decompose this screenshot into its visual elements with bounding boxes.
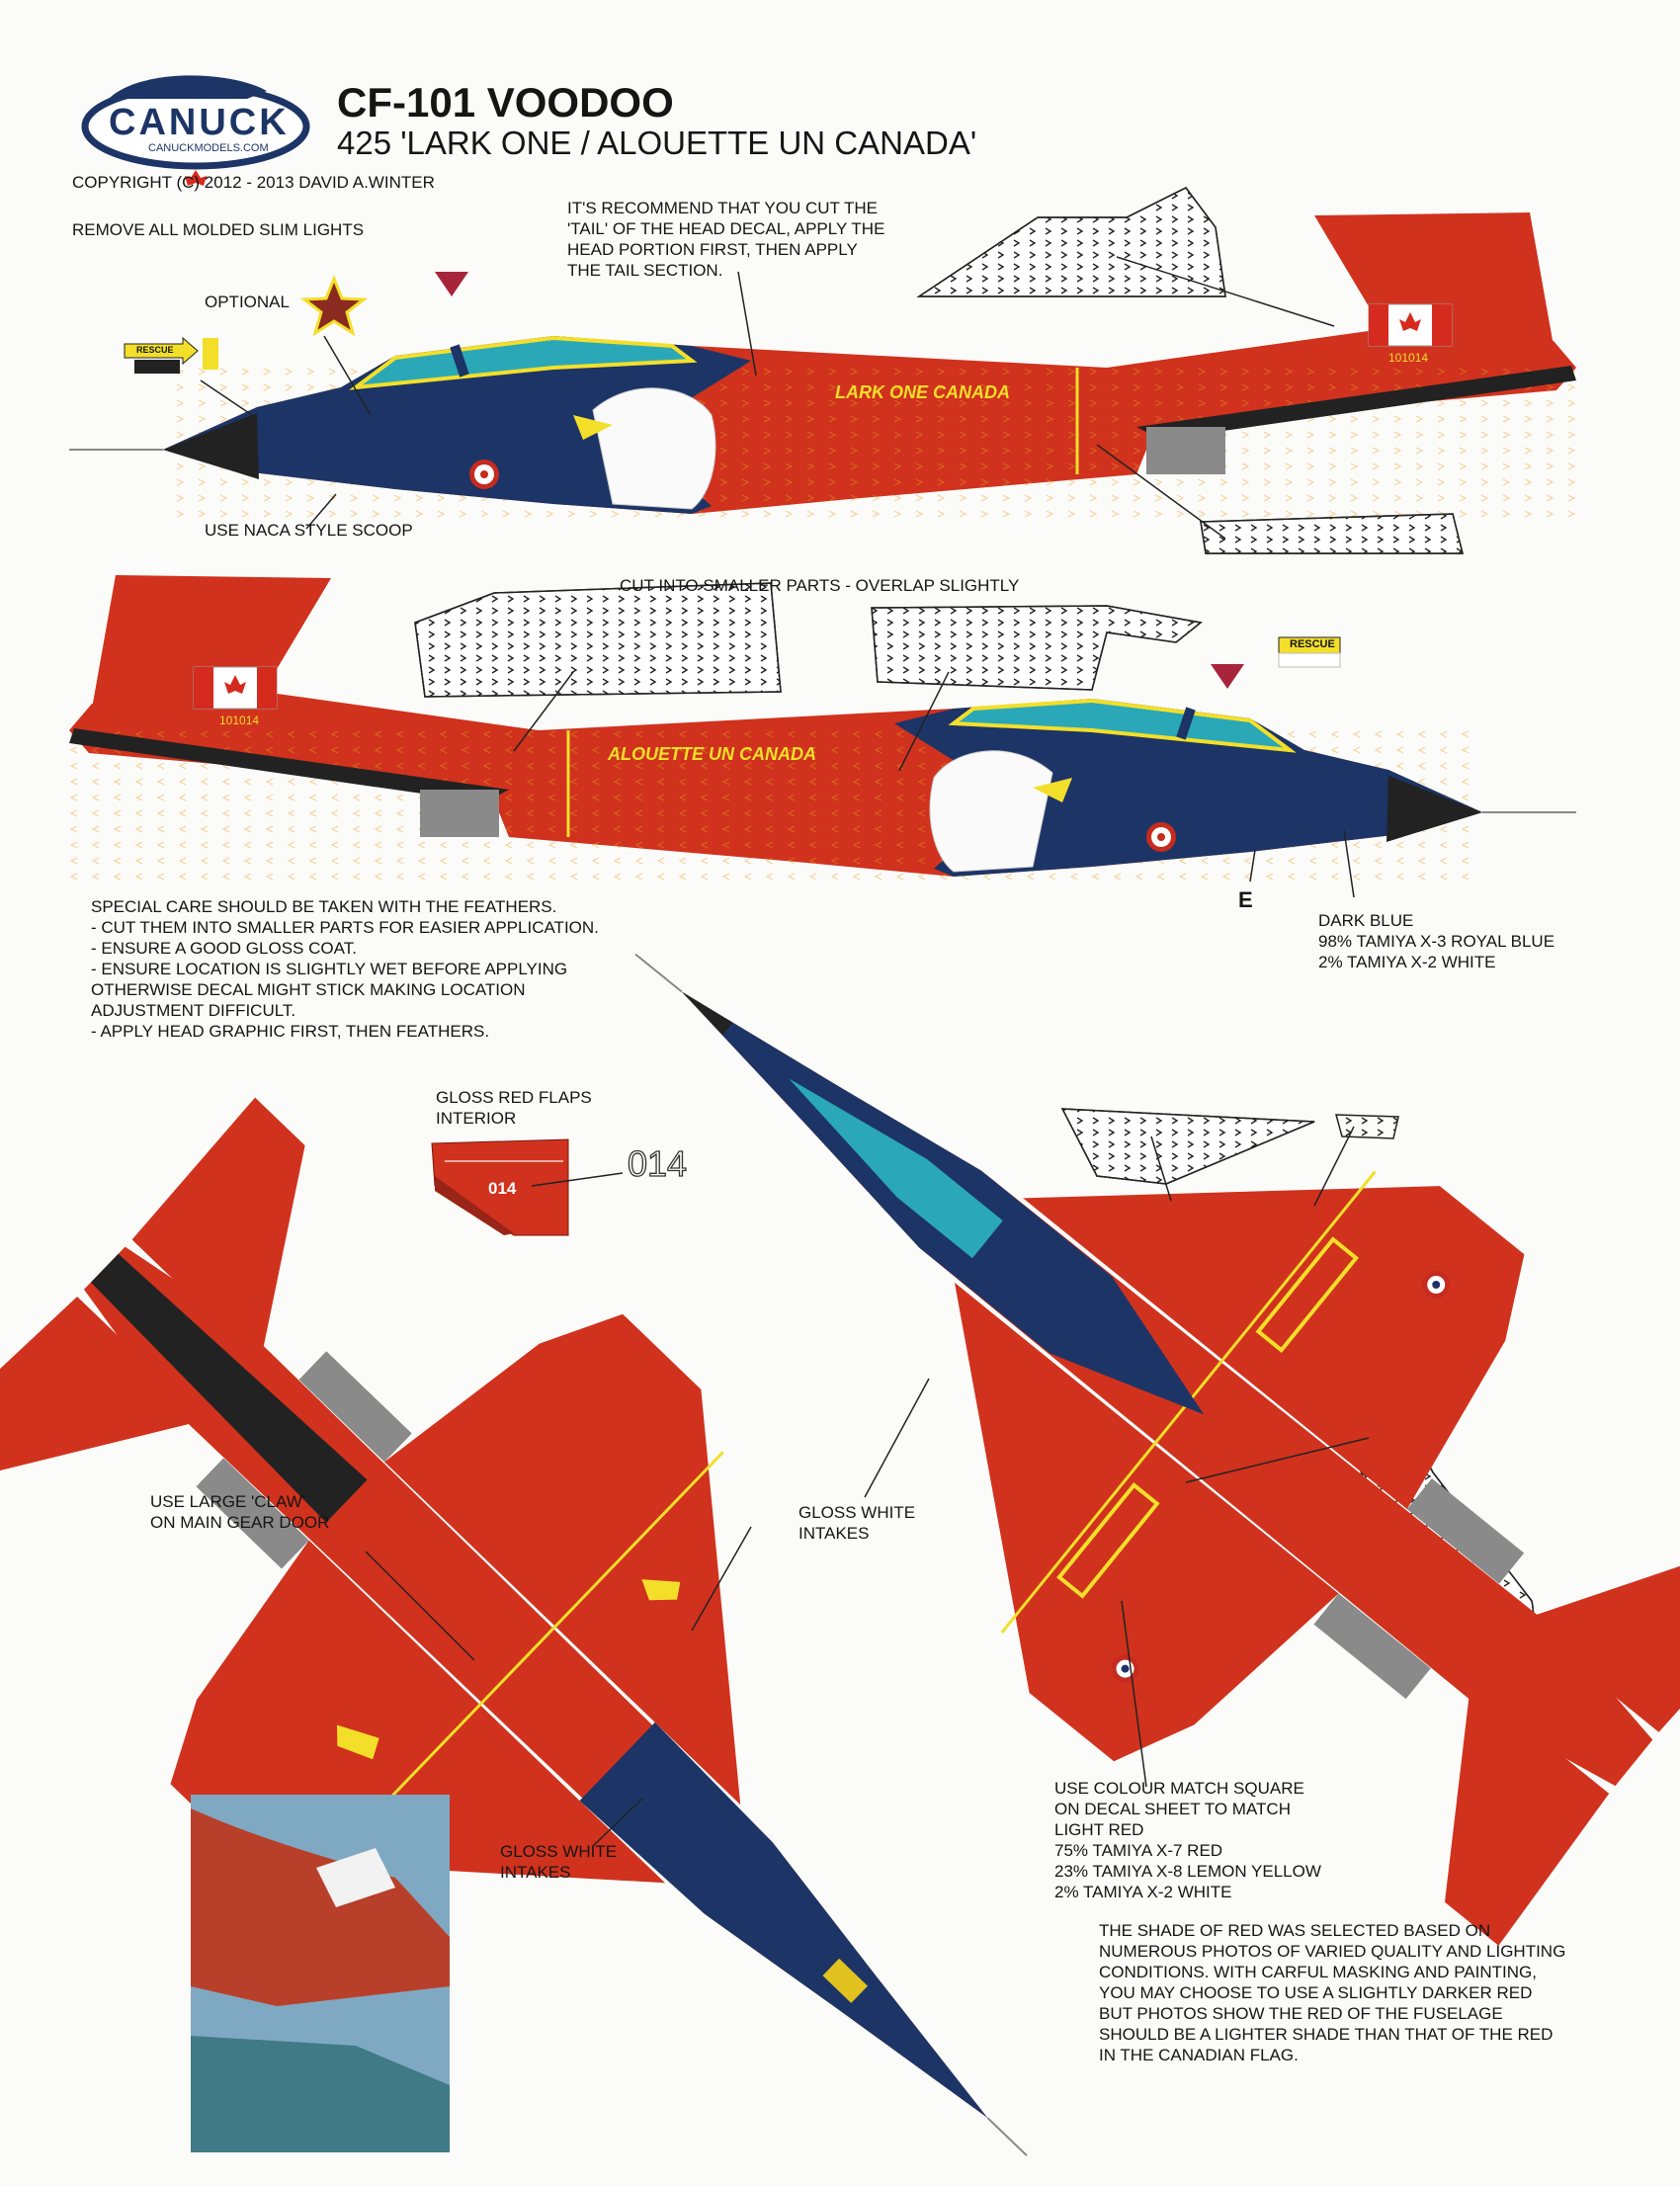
aircraft-underside-view xyxy=(0,1097,1028,2156)
intake-left xyxy=(1313,1593,1431,1700)
aircraft-top-view xyxy=(634,953,1680,1946)
serial-bottom: 101014 xyxy=(219,714,260,727)
claw-decal xyxy=(641,1579,681,1601)
note-line: 23% TAMIYA X-8 LEMON YELLOW xyxy=(1054,1862,1321,1881)
note-line: CONDITIONS. WITH CARFUL MASKING AND PAIN… xyxy=(1099,1963,1537,1981)
note-line: - CUT THEM INTO SMALLER PARTS FOR EASIER… xyxy=(91,918,599,937)
note-line: INTAKES xyxy=(500,1863,571,1882)
claw-note: USE LARGE 'CLAW' ON MAIN GEAR DOOR xyxy=(150,1491,329,1533)
naca-note: USE NACA STYLE SCOOP xyxy=(205,521,413,540)
note-line: 2% TAMIYA X-2 WHITE xyxy=(1318,953,1496,971)
intakes-note-right: GLOSS WHITE INTAKES xyxy=(798,1502,915,1544)
flap-outline-left xyxy=(1056,1481,1160,1599)
tailplane-right xyxy=(1520,1565,1680,1732)
note-line: SPECIAL CARE SHOULD BE TAKEN WITH THE FE… xyxy=(91,897,557,916)
page-title: CF-101 VOODOO xyxy=(337,79,674,126)
note-line: ADJUSTMENT DIFFICULT. xyxy=(91,1001,296,1020)
serial-top: 101014 xyxy=(1388,351,1429,365)
special-care-note: SPECIAL CARE SHOULD BE TAKEN WITH THE FE… xyxy=(91,896,599,1042)
cut-parts-note: CUT INTO SMALLER PARTS - OVERLAP SLIGHTL… xyxy=(620,576,1020,595)
nose-cone xyxy=(681,991,733,1036)
flap-outline-right xyxy=(1255,1236,1360,1354)
light-red-note: USE COLOUR MATCH SQUARE ON DECAL SHEET T… xyxy=(1054,1778,1321,1902)
rescue-decal-2 xyxy=(1278,636,1341,668)
logo-url: CANUCKMODELS.COM xyxy=(148,142,269,154)
wing-left xyxy=(955,1282,1339,1762)
roundel-left-ring-2 xyxy=(1121,1664,1130,1673)
note-line: IN THE CANADIAN FLAG. xyxy=(1099,2046,1299,2064)
canuck-logo xyxy=(81,75,310,186)
note-line: LIGHT RED xyxy=(1054,1820,1144,1839)
note-line: USE LARGE 'CLAW' xyxy=(150,1492,306,1511)
rear-fuselage-black xyxy=(91,1253,368,1523)
wing-left xyxy=(384,1313,741,1806)
note-line: GLOSS WHITE xyxy=(798,1503,916,1522)
pitot-probe xyxy=(986,2117,1028,2156)
page-subtitle: 425 'LARK ONE / ALOUETTE UN CANADA' xyxy=(337,125,977,161)
pitot-probe xyxy=(634,953,683,993)
star-icon xyxy=(299,274,369,337)
aircraft-name-left: LARK ONE CANADA xyxy=(835,382,1010,402)
intake-right xyxy=(196,1458,309,1569)
intake-right xyxy=(1406,1478,1525,1584)
reference-photo xyxy=(191,1795,450,2152)
rescue-label-2: RESCUE xyxy=(1290,638,1335,650)
remove-lights-note: REMOVE ALL MOLDED SLIM LIGHTS xyxy=(72,220,365,239)
leader-lines xyxy=(200,256,1370,1847)
flaps-note: GLOSS RED FLAPS INTERIOR xyxy=(436,1087,592,1129)
tailplane-right xyxy=(0,1297,206,1471)
note-line: BUT PHOTOS SHOW THE RED OF THE FUSELAGE xyxy=(1099,2004,1503,2023)
nose-blue xyxy=(579,1722,988,2118)
note-line: GLOSS WHITE xyxy=(500,1842,618,1861)
note-line: - ENSURE A GOOD GLOSS COAT. xyxy=(91,939,357,958)
note-line: - ENSURE LOCATION IS SLIGHTLY WET BEFORE… xyxy=(91,960,568,978)
note-line: 98% TAMIYA X-3 ROYAL BLUE xyxy=(1318,932,1555,951)
nose-gear-door xyxy=(822,1958,868,2003)
note-line: USE COLOUR MATCH SQUARE xyxy=(1054,1779,1304,1798)
canopy xyxy=(780,1070,1008,1263)
note-line: SHOULD BE A LIGHTER SHADE THAN THAT OF T… xyxy=(1099,2025,1554,2044)
aircraft-right-side xyxy=(69,575,1576,888)
optional-label: OPTIONAL xyxy=(205,293,290,311)
note-line: THE SHADE OF RED WAS SELECTED BASED ON xyxy=(1099,1921,1491,1940)
note-line: IT'S RECOMMEND THAT YOU CUT THE xyxy=(567,199,879,217)
note-line: ON DECAL SHEET TO MATCH xyxy=(1054,1800,1291,1818)
dark-blue-note: DARK BLUE 98% TAMIYA X-3 ROYAL BLUE 2% T… xyxy=(1318,910,1554,972)
stencil-e: E xyxy=(1238,887,1253,912)
logo-text: CANUCK xyxy=(109,102,290,143)
intake-left xyxy=(298,1351,412,1463)
note-line: INTAKES xyxy=(798,1524,870,1543)
note-line: 75% TAMIYA X-7 RED xyxy=(1054,1841,1223,1860)
copyright: COPYRIGHT (C) 2012 - 2013 DAVID A.WINTER xyxy=(72,173,435,192)
tailplane-left xyxy=(131,1097,305,1364)
note-line: DARK BLUE xyxy=(1318,911,1414,930)
note-line: GLOSS RED FLAPS xyxy=(436,1088,592,1107)
intakes-note-bottom: GLOSS WHITE INTAKES xyxy=(500,1841,617,1883)
note-line: INTERIOR xyxy=(436,1109,517,1128)
shade-note: THE SHADE OF RED WAS SELECTED BASED ON N… xyxy=(1099,1920,1565,2065)
wing-right xyxy=(1023,1186,1525,1510)
note-line: - APPLY HEAD GRAPHIC FIRST, THEN FEATHER… xyxy=(91,1022,490,1041)
flap-number-outline: 014 xyxy=(628,1143,687,1184)
tailplane-left xyxy=(1445,1681,1610,1946)
rescue-label: RESCUE xyxy=(136,345,174,355)
danger-triangle-icon-2 xyxy=(1211,664,1244,689)
recommend-note: IT'S RECOMMEND THAT YOU CUT THE 'TAIL' O… xyxy=(567,198,884,281)
danger-triangle-icon xyxy=(435,272,468,296)
note-line: HEAD PORTION FIRST, THEN APPLY xyxy=(567,240,858,259)
flap-interior-diagram xyxy=(431,1138,624,1236)
note-line: THE TAIL SECTION. xyxy=(567,261,723,280)
aircraft-name-right: ALOUETTE UN CANADA xyxy=(608,744,816,764)
note-line: 2% TAMIYA X-2 WHITE xyxy=(1054,1883,1232,1901)
rescue-decal xyxy=(124,336,218,374)
note-line: NUMEROUS PHOTOS OF VARIED QUALITY AND LI… xyxy=(1099,1942,1566,1961)
note-line: OTHERWISE DECAL MIGHT STICK MAKING LOCAT… xyxy=(91,980,526,999)
note-line: ON MAIN GEAR DOOR xyxy=(150,1513,330,1532)
note-line: 'TAIL' OF THE HEAD DECAL, APPLY THE xyxy=(567,219,885,238)
flap-number-on-diagram: 014 xyxy=(488,1179,517,1198)
roundel-right-ring-2 xyxy=(1432,1280,1441,1289)
claw-decal-large xyxy=(337,1724,379,1760)
note-line: YOU MAY CHOOSE TO USE A SLIGHTLY DARKER … xyxy=(1099,1983,1533,2002)
